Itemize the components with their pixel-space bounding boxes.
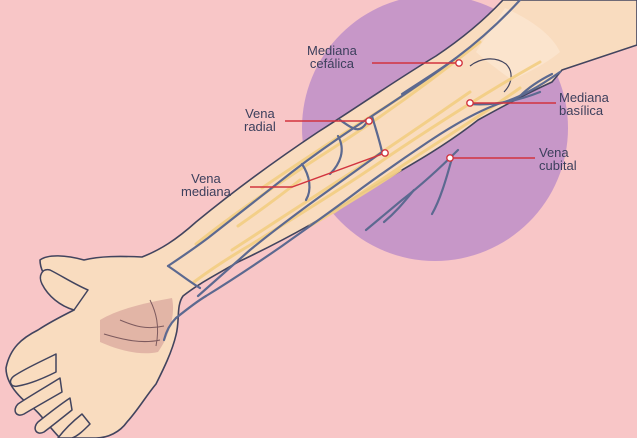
pointer-dot-icon (467, 100, 473, 106)
pointer-dot-icon (456, 60, 462, 66)
label-vena-radial: Vena radial (244, 107, 276, 133)
label-line: basílica (559, 104, 609, 117)
label-mediana-basilica: Mediana basílica (559, 91, 609, 117)
pointer-dot-icon (366, 118, 372, 124)
label-vena-mediana: Vena mediana (181, 172, 231, 198)
label-line: cubital (539, 159, 577, 172)
label-line: radial (244, 120, 276, 133)
label-line: cefálica (307, 57, 357, 70)
label-line: mediana (181, 185, 231, 198)
label-vena-cubital: Vena cubital (539, 146, 577, 172)
label-mediana-cefalica: Mediana cefálica (307, 44, 357, 70)
pointer-dot-icon (382, 150, 388, 156)
pointer-dot-icon (447, 155, 453, 161)
